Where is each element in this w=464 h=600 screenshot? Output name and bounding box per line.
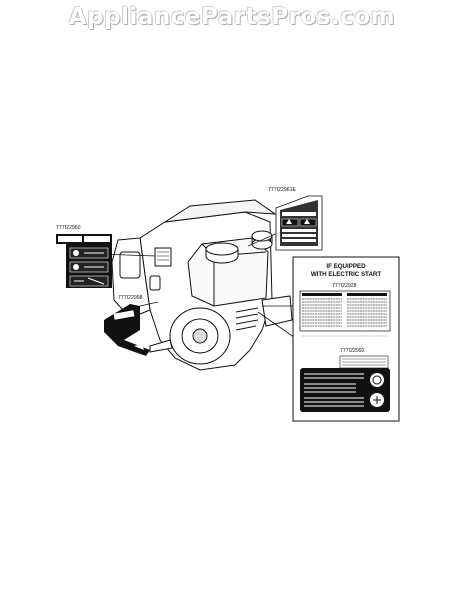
electric-start-title-line2: WITH ELECTRIC START xyxy=(311,271,382,278)
electric-start-box: IF EQUIPPED WITH ELECTRIC START 777I2292… xyxy=(292,256,400,422)
callout-box-lower-decal: 777I22992 xyxy=(340,348,365,354)
callout-box-upper-decal: 777I22928 xyxy=(332,283,357,289)
callout-lower-left-decal: 777I22998 xyxy=(118,295,143,301)
decal-top: 777I22961E xyxy=(268,187,323,251)
decal-lower-left: 777I22998 xyxy=(104,295,150,356)
electric-start-title-line1: IF EQUIPPED xyxy=(326,263,366,270)
leader-top-decal xyxy=(247,231,281,247)
leader-lower-left-decal xyxy=(139,301,159,307)
callout-top-decal: 777I22961E xyxy=(268,187,297,193)
decal-left: 777I22960 xyxy=(56,225,112,288)
decal-warning-label xyxy=(299,290,391,332)
callout-left-decal: 777I22960 xyxy=(56,225,81,231)
watermark: AppliancePartsPros.com xyxy=(68,4,396,30)
decal-starter-label xyxy=(300,355,390,412)
engine-illustration xyxy=(111,199,293,371)
